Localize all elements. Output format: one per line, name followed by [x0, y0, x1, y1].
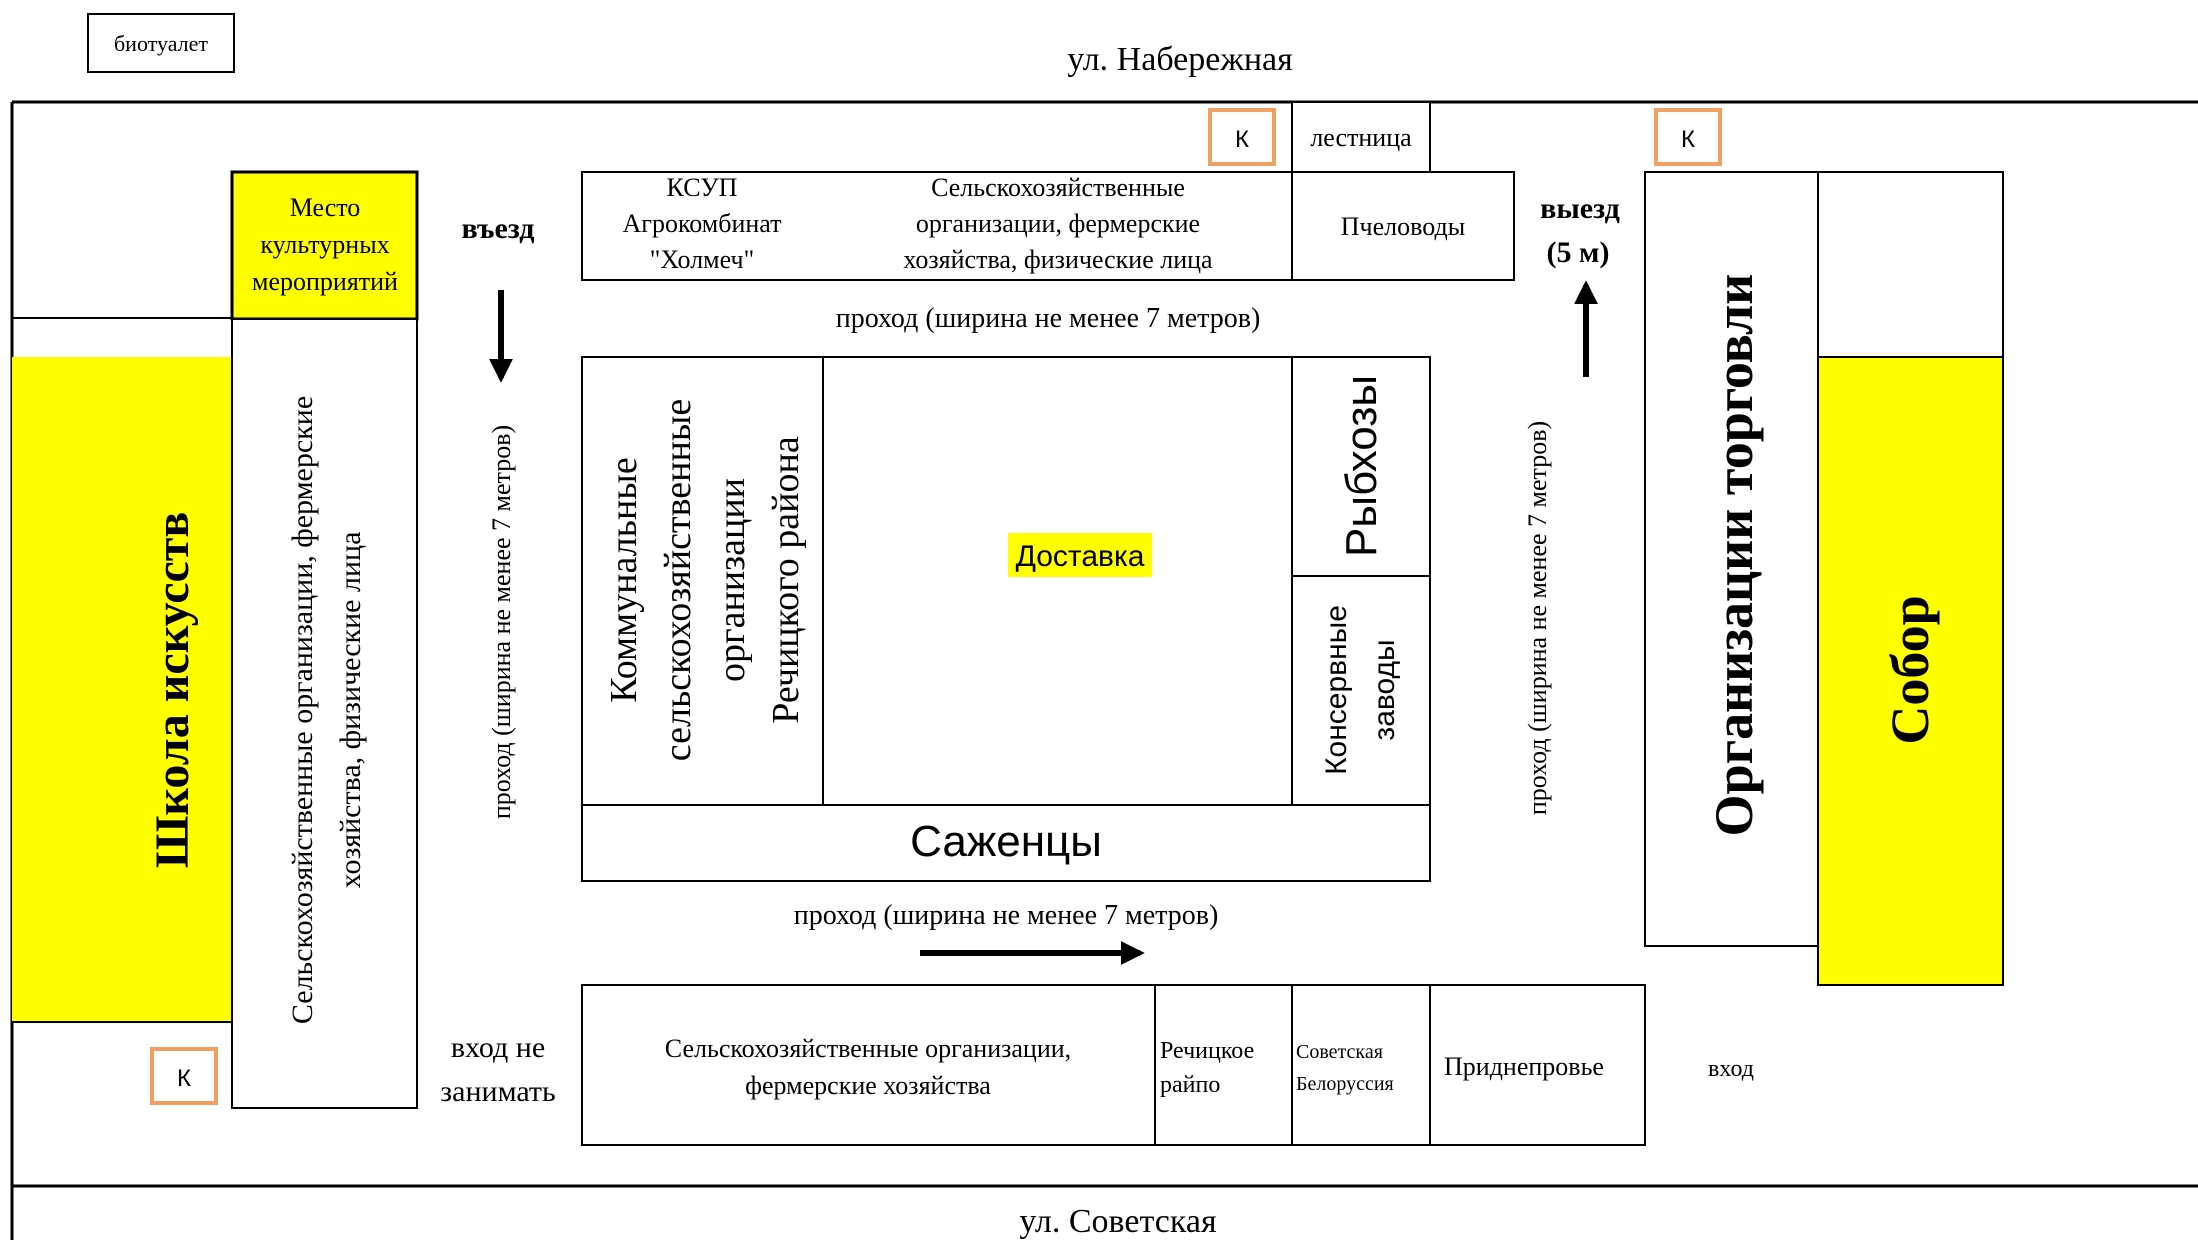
bees-label: Пчеловоды [1341, 212, 1465, 241]
raipo-line2: райпо [1160, 1072, 1220, 1098]
communal-line4: Речицкого района [765, 436, 807, 724]
left-stall-line2: хозяйства, физические лица [334, 532, 367, 889]
bottom-agri-line2: фермерские хозяйства [745, 1071, 991, 1100]
k-label-right: К [1681, 126, 1695, 153]
k-box-right [1654, 108, 1722, 166]
passage-right-label: проход (ширина не менее 7 метров) [1523, 421, 1552, 815]
communal-line3: организации [711, 478, 753, 682]
communal-line1: Коммунальные [603, 457, 645, 702]
exit-label-line1: выезд [1540, 192, 1620, 225]
left-stall-line1: Сельскохозяйственные организации, фермер… [286, 396, 319, 1024]
exit-label-line2: (5 м) [1547, 236, 1610, 269]
sb-line2: Белоруссия [1296, 1073, 1394, 1095]
ksup-line2: Агрокомбинат [623, 209, 782, 238]
art-school-label: Школа искусств [146, 512, 199, 869]
k-label-top: К [1235, 126, 1249, 153]
bottom-agri-line1: Сельскохозяйственные организации, [665, 1034, 1071, 1063]
delivery-label: Доставка [1016, 540, 1145, 573]
cathedral-label: Собор [1880, 595, 1940, 744]
stairs-block [1291, 101, 1431, 173]
bottom-row-block [581, 984, 1646, 1146]
central-block [581, 356, 1431, 882]
no-block-line1: вход не [451, 1031, 545, 1064]
pridn-label: Приднепровье [1444, 1052, 1604, 1081]
biotoilet-label: биотуалет [114, 31, 208, 56]
passage-top-label: проход (ширина не менее 7 метров) [836, 303, 1261, 334]
ksup-line1: КСУП [667, 173, 738, 202]
top-agri-line2: организации, фермерские [916, 209, 1200, 238]
ksup-line3: "Холмеч" [650, 245, 754, 274]
cathedral-top-block [1817, 171, 2004, 358]
communal-line2: сельскохозяйственные [657, 399, 699, 761]
art-school-block [12, 357, 232, 1022]
top-row-block [581, 171, 1515, 281]
no-block-line2: занимать [440, 1075, 555, 1108]
fish-label: Рыбхозы [1337, 375, 1386, 557]
seedlings-label: Саженцы [910, 817, 1102, 866]
trade-label: Организации торговли [1704, 274, 1764, 837]
stairs-label: лестница [1310, 123, 1412, 152]
cathedral-block [1817, 356, 2004, 986]
passage-left-label: проход (ширина не менее 7 метров) [487, 425, 516, 819]
delivery-highlight [1008, 533, 1152, 577]
street-top-label: ул. Набережная [1067, 41, 1293, 78]
canning-line2: заводы [1368, 639, 1401, 740]
trade-block [1644, 171, 1819, 947]
k-box-top [1208, 108, 1276, 166]
culture-label-line3: мероприятий [252, 267, 398, 296]
top-agri-line1: Сельскохозяйственные [931, 173, 1185, 202]
canning-line1: Консервные [1320, 605, 1353, 775]
raipo-line1: Речицкое [1160, 1038, 1254, 1064]
left-stall-block [231, 318, 418, 1109]
street-bottom-label: ул. Советская [1019, 1203, 1217, 1240]
k-label-left: К [177, 1065, 191, 1092]
sb-line1: Советская [1296, 1041, 1383, 1063]
entry-label: въезд [462, 212, 535, 245]
passage-bottom-label: проход (ширина не менее 7 метров) [794, 900, 1219, 931]
entrance-label: вход [1708, 1056, 1754, 1082]
top-agri-line3: хозяйства, физические лица [903, 245, 1213, 274]
k-box-left [150, 1047, 218, 1105]
biotoilet-box [87, 13, 235, 73]
culture-label-line2: культурных [260, 230, 389, 259]
culture-label-line1: Место [290, 193, 361, 222]
